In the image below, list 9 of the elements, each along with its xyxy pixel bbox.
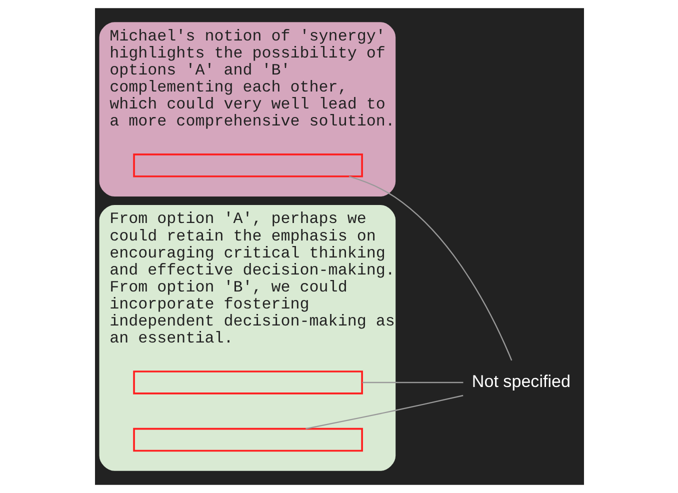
node-box (132, 370, 362, 394)
connector (362, 382, 463, 384)
node-box (132, 428, 362, 452)
connector (305, 394, 463, 430)
cluster: From option 'A', perhaps we could retain the emphasis on encouraging critical thinking and effective decision-making. From option 'B', we could incorporate fostering independent decision-making as an essential. (98, 205, 396, 471)
connector (348, 176, 512, 361)
node-box (132, 154, 362, 178)
node-text: Not specified (471, 372, 570, 391)
cluster: Michael's notion of 'synergy' highlights the possibility of options 'A' and 'B' complementing each other, which could very well lead to a more comprehensive solution. (98, 22, 396, 196)
